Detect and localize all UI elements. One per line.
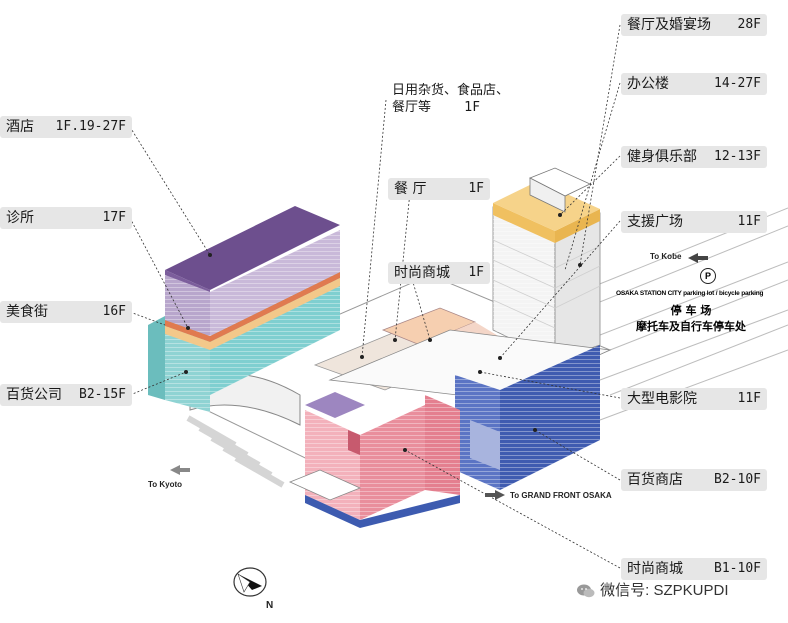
daily-goods-floor: 1F [464,100,480,115]
plaza-name: 支援广场 [627,214,683,230]
blue-dept-store [455,345,600,490]
cinema-label: 大型电影院 11F [621,388,767,410]
daily-goods-line1: 日用杂货、食品店、 [392,83,510,98]
dept-store-left-label: 百货公司 B2-15F [0,384,132,406]
office-name: 办公楼 [627,76,669,92]
svg-text:N: N [266,600,273,611]
wechat-icon [577,584,595,598]
restaurant-floor: 1F [468,181,484,196]
fitness-name: 健身俱乐部 [627,149,697,165]
banquet-name: 餐厅及婚宴场 [627,17,711,33]
watermark: 微信号: SZPKUPDI [576,579,729,600]
hotel-name: 酒店 [6,119,34,135]
fitness-floor: 12-13F [714,149,761,164]
dept-store-left-name: 百货公司 [6,387,62,403]
compass-icon: N [233,567,273,611]
watermark-text: 微信号: SZPKUPDI [600,582,729,599]
left-tower [148,206,340,412]
to-kyoto-text: To Kyoto [148,480,183,489]
parking-line2: 摩托车及自行车停车处 [636,320,746,333]
dept-store-right-floor: B2-10F [714,472,761,487]
food-street-name: 美食街 [6,304,48,320]
parking-title: OSAKA STATION CITY parking lot / bicycle… [616,290,764,297]
daily-goods-label: 日用杂货、食品店、 餐厅等 1F [392,82,520,116]
fitness-label: 健身俱乐部 12-13F [621,146,767,168]
to-kobe-arrow [688,253,708,263]
leader-dots [184,213,582,452]
crosswalk [186,415,285,488]
banquet-floor: 28F [737,17,761,32]
food-street-floor: 16F [102,304,126,319]
clinic-label: 诊所 17F [0,207,132,229]
food-street-label: 美食街 16F [0,301,132,323]
deck [328,329,612,401]
pink-fashion-mall [305,392,460,528]
cinema-name: 大型电影院 [627,391,697,407]
to-kobe-text: To Kobe [650,252,682,261]
restaurant-name: 餐 厅 [394,181,427,197]
fashion-mall-label: 时尚商城 B1-10F [621,558,767,580]
office-floor: 14-27F [714,76,761,91]
hotel-label: 酒店 1F.19-27F [0,116,132,138]
clinic-name: 诊所 [6,210,34,226]
clinic-floor: 17F [102,210,126,225]
to-grand-front-text: To GRAND FRONT OSAKA [510,491,612,500]
fashion-1f-floor: 1F [468,265,484,280]
leader-lines [129,24,621,569]
entrance-steps [288,469,362,501]
cinema-floor: 11F [737,391,761,406]
parking-line1: 停 车 场 [670,304,712,317]
dept-store-left-floor: B2-15F [79,387,126,402]
fashion-1f-name: 时尚商城 [394,265,450,281]
banquet-label: 餐厅及婚宴场 28F [621,14,767,36]
dept-store-right-name: 百货商店 [627,472,683,488]
parking-icon: P [700,268,716,284]
office-label: 办公楼 14-27F [621,73,767,95]
daily-goods-line2: 餐厅等 [392,100,432,115]
dept-store-right-label: 百货商店 B2-10F [621,469,767,491]
to-kyoto-arrow [170,465,190,475]
hotel-floor: 1F.19-27F [55,119,126,134]
fashion-1f-label: 时尚商城 1F [388,262,490,284]
plaza-label: 支援广场 11F [621,211,767,233]
fashion-mall-floor: B1-10F [714,561,761,576]
office-tower [492,167,601,361]
restaurant-label: 餐 厅 1F [388,178,490,200]
fashion-mall-name: 时尚商城 [627,561,683,577]
plaza-floor: 11F [737,214,761,229]
to-grand-front-arrow [485,490,505,500]
